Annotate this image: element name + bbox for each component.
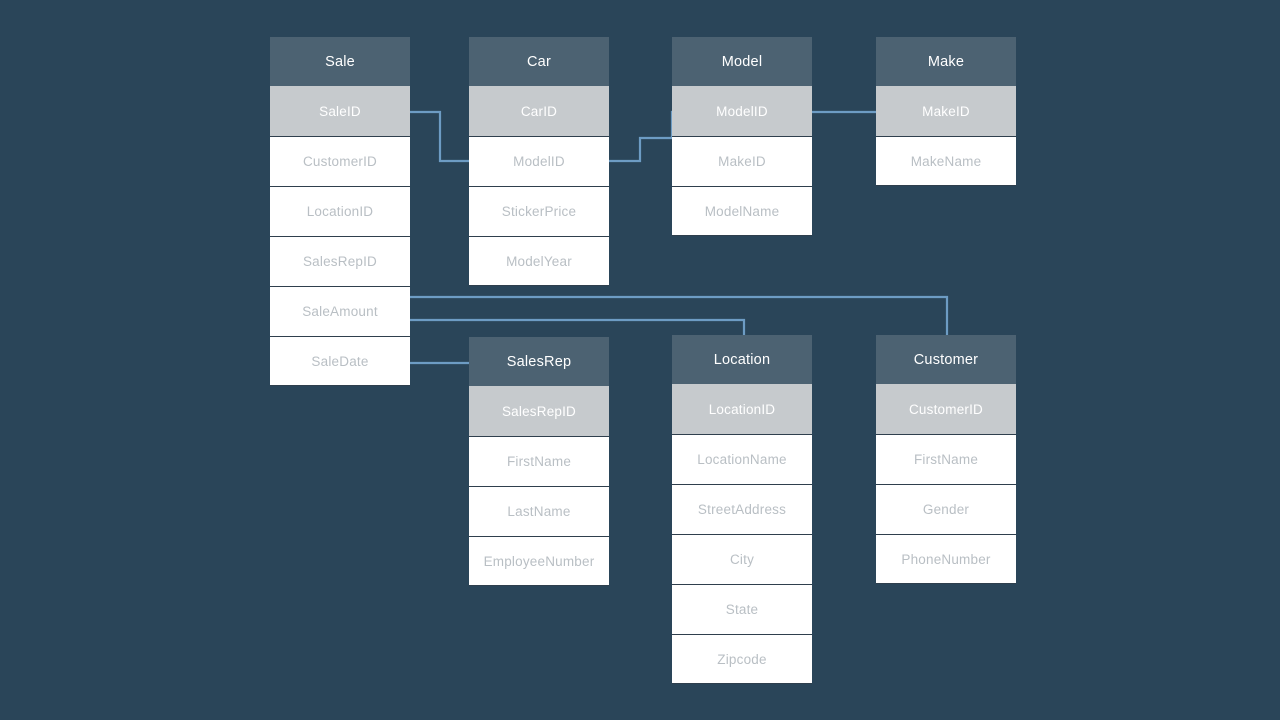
attribute-row[interactable]: ModelYear: [469, 236, 609, 286]
attribute-row[interactable]: FirstName: [469, 436, 609, 486]
attribute-row[interactable]: LocationID: [270, 186, 410, 236]
attribute-row[interactable]: LastName: [469, 486, 609, 536]
attribute-row[interactable]: PhoneNumber: [876, 534, 1016, 584]
attribute-row[interactable]: Zipcode: [672, 634, 812, 684]
attribute-row[interactable]: EmployeeNumber: [469, 536, 609, 586]
entity-title: Car: [469, 37, 609, 86]
entity-title: Make: [876, 37, 1016, 86]
attribute-row[interactable]: FirstName: [876, 434, 1016, 484]
attribute-row[interactable]: StickerPrice: [469, 186, 609, 236]
attribute-row[interactable]: Gender: [876, 484, 1016, 534]
attribute-row[interactable]: City: [672, 534, 812, 584]
entity-title: Customer: [876, 335, 1016, 384]
primary-key-row[interactable]: SalesRepID: [469, 386, 609, 436]
entity-title: Sale: [270, 37, 410, 86]
attribute-row[interactable]: StreetAddress: [672, 484, 812, 534]
relationship-line: [408, 295, 949, 342]
attribute-row[interactable]: MakeName: [876, 136, 1016, 186]
attribute-row[interactable]: SalesRepID: [270, 236, 410, 286]
attribute-row[interactable]: MakeID: [672, 136, 812, 186]
primary-key-row[interactable]: CustomerID: [876, 384, 1016, 434]
entity-title: Model: [672, 37, 812, 86]
attribute-row[interactable]: State: [672, 584, 812, 634]
attribute-row[interactable]: ModelName: [672, 186, 812, 236]
relationship-line: [408, 110, 472, 163]
primary-key-row[interactable]: CarID: [469, 86, 609, 136]
primary-key-row[interactable]: ModelID: [672, 86, 812, 136]
attribute-row[interactable]: CustomerID: [270, 136, 410, 186]
attribute-row[interactable]: SaleDate: [270, 336, 410, 386]
primary-key-row[interactable]: LocationID: [672, 384, 812, 434]
entity-title: Location: [672, 335, 812, 384]
relationship-line: [607, 110, 675, 163]
entity-title: SalesRep: [469, 337, 609, 386]
attribute-row[interactable]: LocationName: [672, 434, 812, 484]
attribute-row[interactable]: ModelID: [469, 136, 609, 186]
primary-key-row[interactable]: MakeID: [876, 86, 1016, 136]
primary-key-row[interactable]: SaleID: [270, 86, 410, 136]
attribute-row[interactable]: SaleAmount: [270, 286, 410, 336]
